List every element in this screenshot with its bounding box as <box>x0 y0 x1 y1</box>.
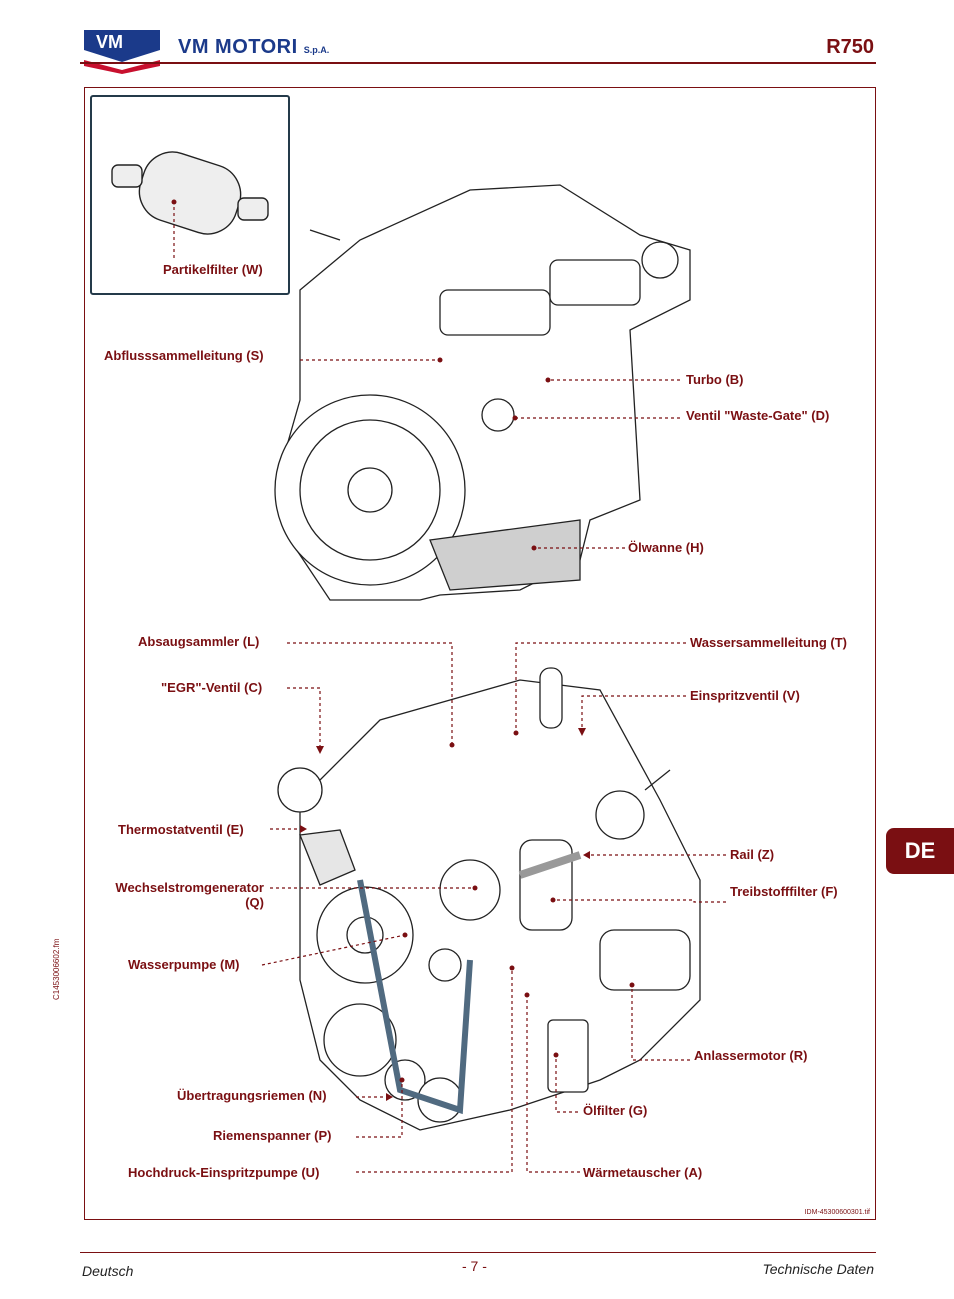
language-tab: DE <box>886 828 954 874</box>
figure-frame <box>84 87 876 1220</box>
label-riemenspanner: Riemenspanner (P) <box>213 1128 332 1143</box>
label-waermetauscher: Wärmetauscher (A) <box>583 1165 703 1180</box>
label-wasserpumpe: Wasserpumpe (M) <box>128 957 240 972</box>
brand-name: VM MOTORI S.p.A. <box>178 36 330 58</box>
label-treibstofffilter: Treibstofffilter (F) <box>730 884 838 899</box>
label-waste-gate: Ventil "Waste-Gate" (D) <box>686 408 830 423</box>
label-uebertragungsriemen: Übertragungsriemen (N) <box>177 1088 327 1103</box>
model-title: R750 <box>826 36 874 58</box>
svg-text:VM: VM <box>96 32 123 52</box>
label-anlassermotor: Anlassermotor (R) <box>694 1048 808 1063</box>
footer-divider <box>80 1252 876 1253</box>
label-partikelfilter: Partikelfilter (W) <box>163 262 263 277</box>
label-rail: Rail (Z) <box>730 847 775 862</box>
label-abflusssammelleitung: Abflusssammelleitung (S) <box>104 348 264 363</box>
label-oelwanne: Ölwanne (H) <box>628 540 704 555</box>
footer-language: Deutsch <box>82 1263 134 1279</box>
image-id: IDM-45300600301.tif <box>804 1209 870 1216</box>
page-number: - 7 - <box>462 1258 487 1274</box>
label-wassersammelleitung: Wassersammelleitung (T) <box>690 635 848 650</box>
engine-bottom-drawing <box>277 667 701 1131</box>
label-hochdruck-einspritzpumpe: Hochdruck-Einspritzpumpe (U) <box>128 1165 320 1180</box>
label-oelfilter: Ölfilter (G) <box>583 1103 648 1118</box>
engine-top-drawing <box>274 184 691 601</box>
side-file-code: C1453006602.fm <box>52 938 61 1000</box>
label-einspritzventil: Einspritzventil (V) <box>690 688 800 703</box>
vm-logo: VM <box>84 30 160 74</box>
footer-section: Technische Daten <box>762 1261 874 1277</box>
label-absaugsammler: Absaugsammler (L) <box>138 634 260 649</box>
label-thermostatventil: Thermostatventil (E) <box>118 822 244 837</box>
particle-filter-drawing <box>111 151 269 235</box>
label-egr-ventil: "EGR"-Ventil (C) <box>161 680 263 695</box>
label-turbo: Turbo (B) <box>686 372 744 387</box>
inset-box <box>90 95 290 295</box>
label-wechselstromgenerator: Wechselstromgenerator (Q) <box>115 880 264 910</box>
header-divider <box>80 62 876 64</box>
